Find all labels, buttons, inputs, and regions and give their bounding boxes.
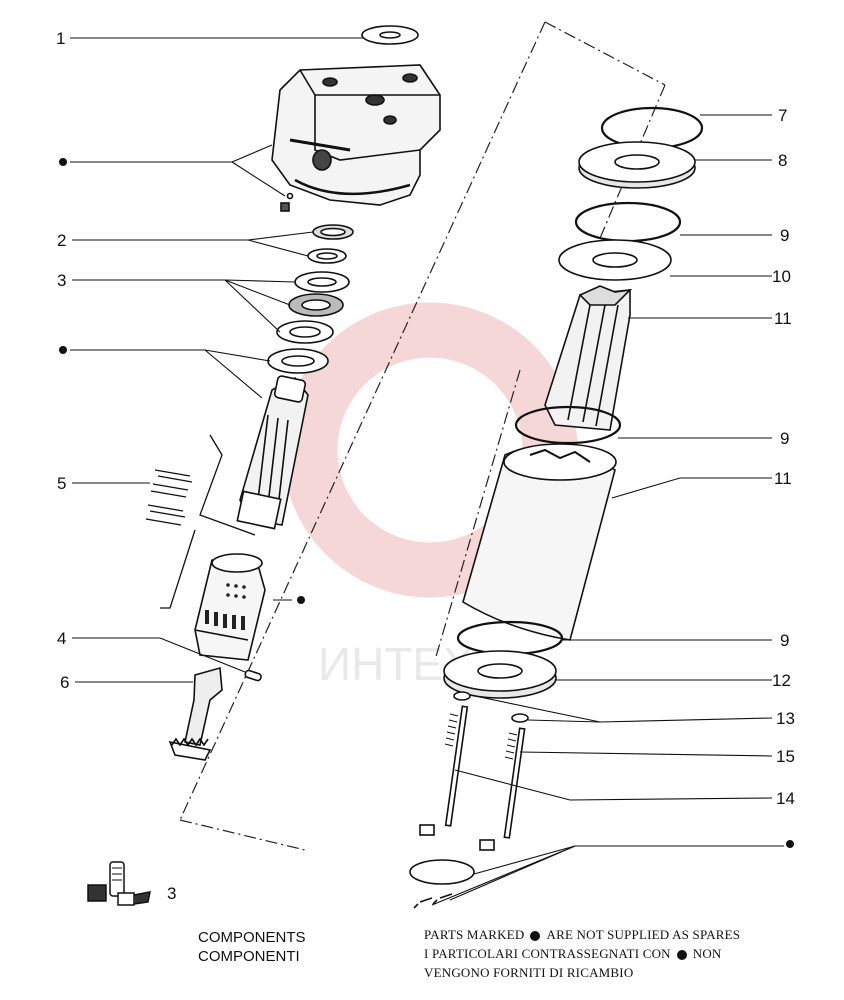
callout-10: 10 [772,267,791,286]
callout-2: 2 [57,231,66,250]
bullet-marker-icon [530,931,541,942]
callout-13: 13 [776,709,795,728]
not-supplied-markers [59,158,794,848]
callout-9-bottom: 9 [780,631,789,650]
note-en-after: ARE NOT SUPPLIED AS SPARES [546,927,741,942]
note-it-line3: VENGONO FORNITI DI RICAMBIO [424,965,634,980]
bullet-marker-icon-2 [676,950,687,961]
components-it: COMPONENTI [198,948,300,965]
spool-sleeve [194,553,266,661]
components-en: COMPONENTS [198,929,306,946]
callout-11-rotor: 11 [774,309,792,328]
centering-springs [145,469,193,526]
callout-4: 4 [57,629,66,648]
left-column-parts [145,25,441,761]
callout-14: 14 [776,789,795,808]
callout-15: 15 [776,747,795,766]
valve-housing [271,64,441,212]
note-it-after: NON [692,946,722,961]
callout-3-icon: 3 [167,884,176,903]
callout-1: 1 [56,29,65,48]
cardan-shaft [168,666,223,761]
note-en-before: PARTS MARKED [424,927,525,942]
leader-lines [70,37,784,906]
spool-shaft [236,375,309,530]
callout-numbers: 1 2 3 5 4 6 7 8 9 10 11 9 11 9 12 13 15 … [56,29,795,903]
callout-5: 5 [57,474,66,493]
gerotor-rotor [544,285,633,431]
callout-7: 7 [778,106,787,125]
callout-3: 3 [57,271,66,290]
callout-9-top: 9 [780,226,789,245]
note-en-line: PARTS MARKED ARE NOT SUPPLIED AS SPARES [424,925,740,944]
callout-11-stator: 11 [774,469,792,488]
callout-9-mid: 9 [780,429,789,448]
callout-8: 8 [778,151,787,170]
note-it-before: I PARTICOLARI CONTRASSEGNATI CON [424,946,671,961]
components-icon [87,861,151,906]
note-it-line: I PARTICOLARI CONTRASSEGNATI CON NON [424,944,740,963]
callout-12: 12 [772,671,791,690]
right-column-parts [409,106,704,909]
callout-6: 6 [60,673,69,692]
tie-bolts [419,705,526,851]
spares-note: PARTS MARKED ARE NOT SUPPLIED AS SPARES I… [424,925,740,982]
components-caption: COMPONENTS COMPONENTI [198,928,306,966]
gerotor-stator [462,443,617,641]
